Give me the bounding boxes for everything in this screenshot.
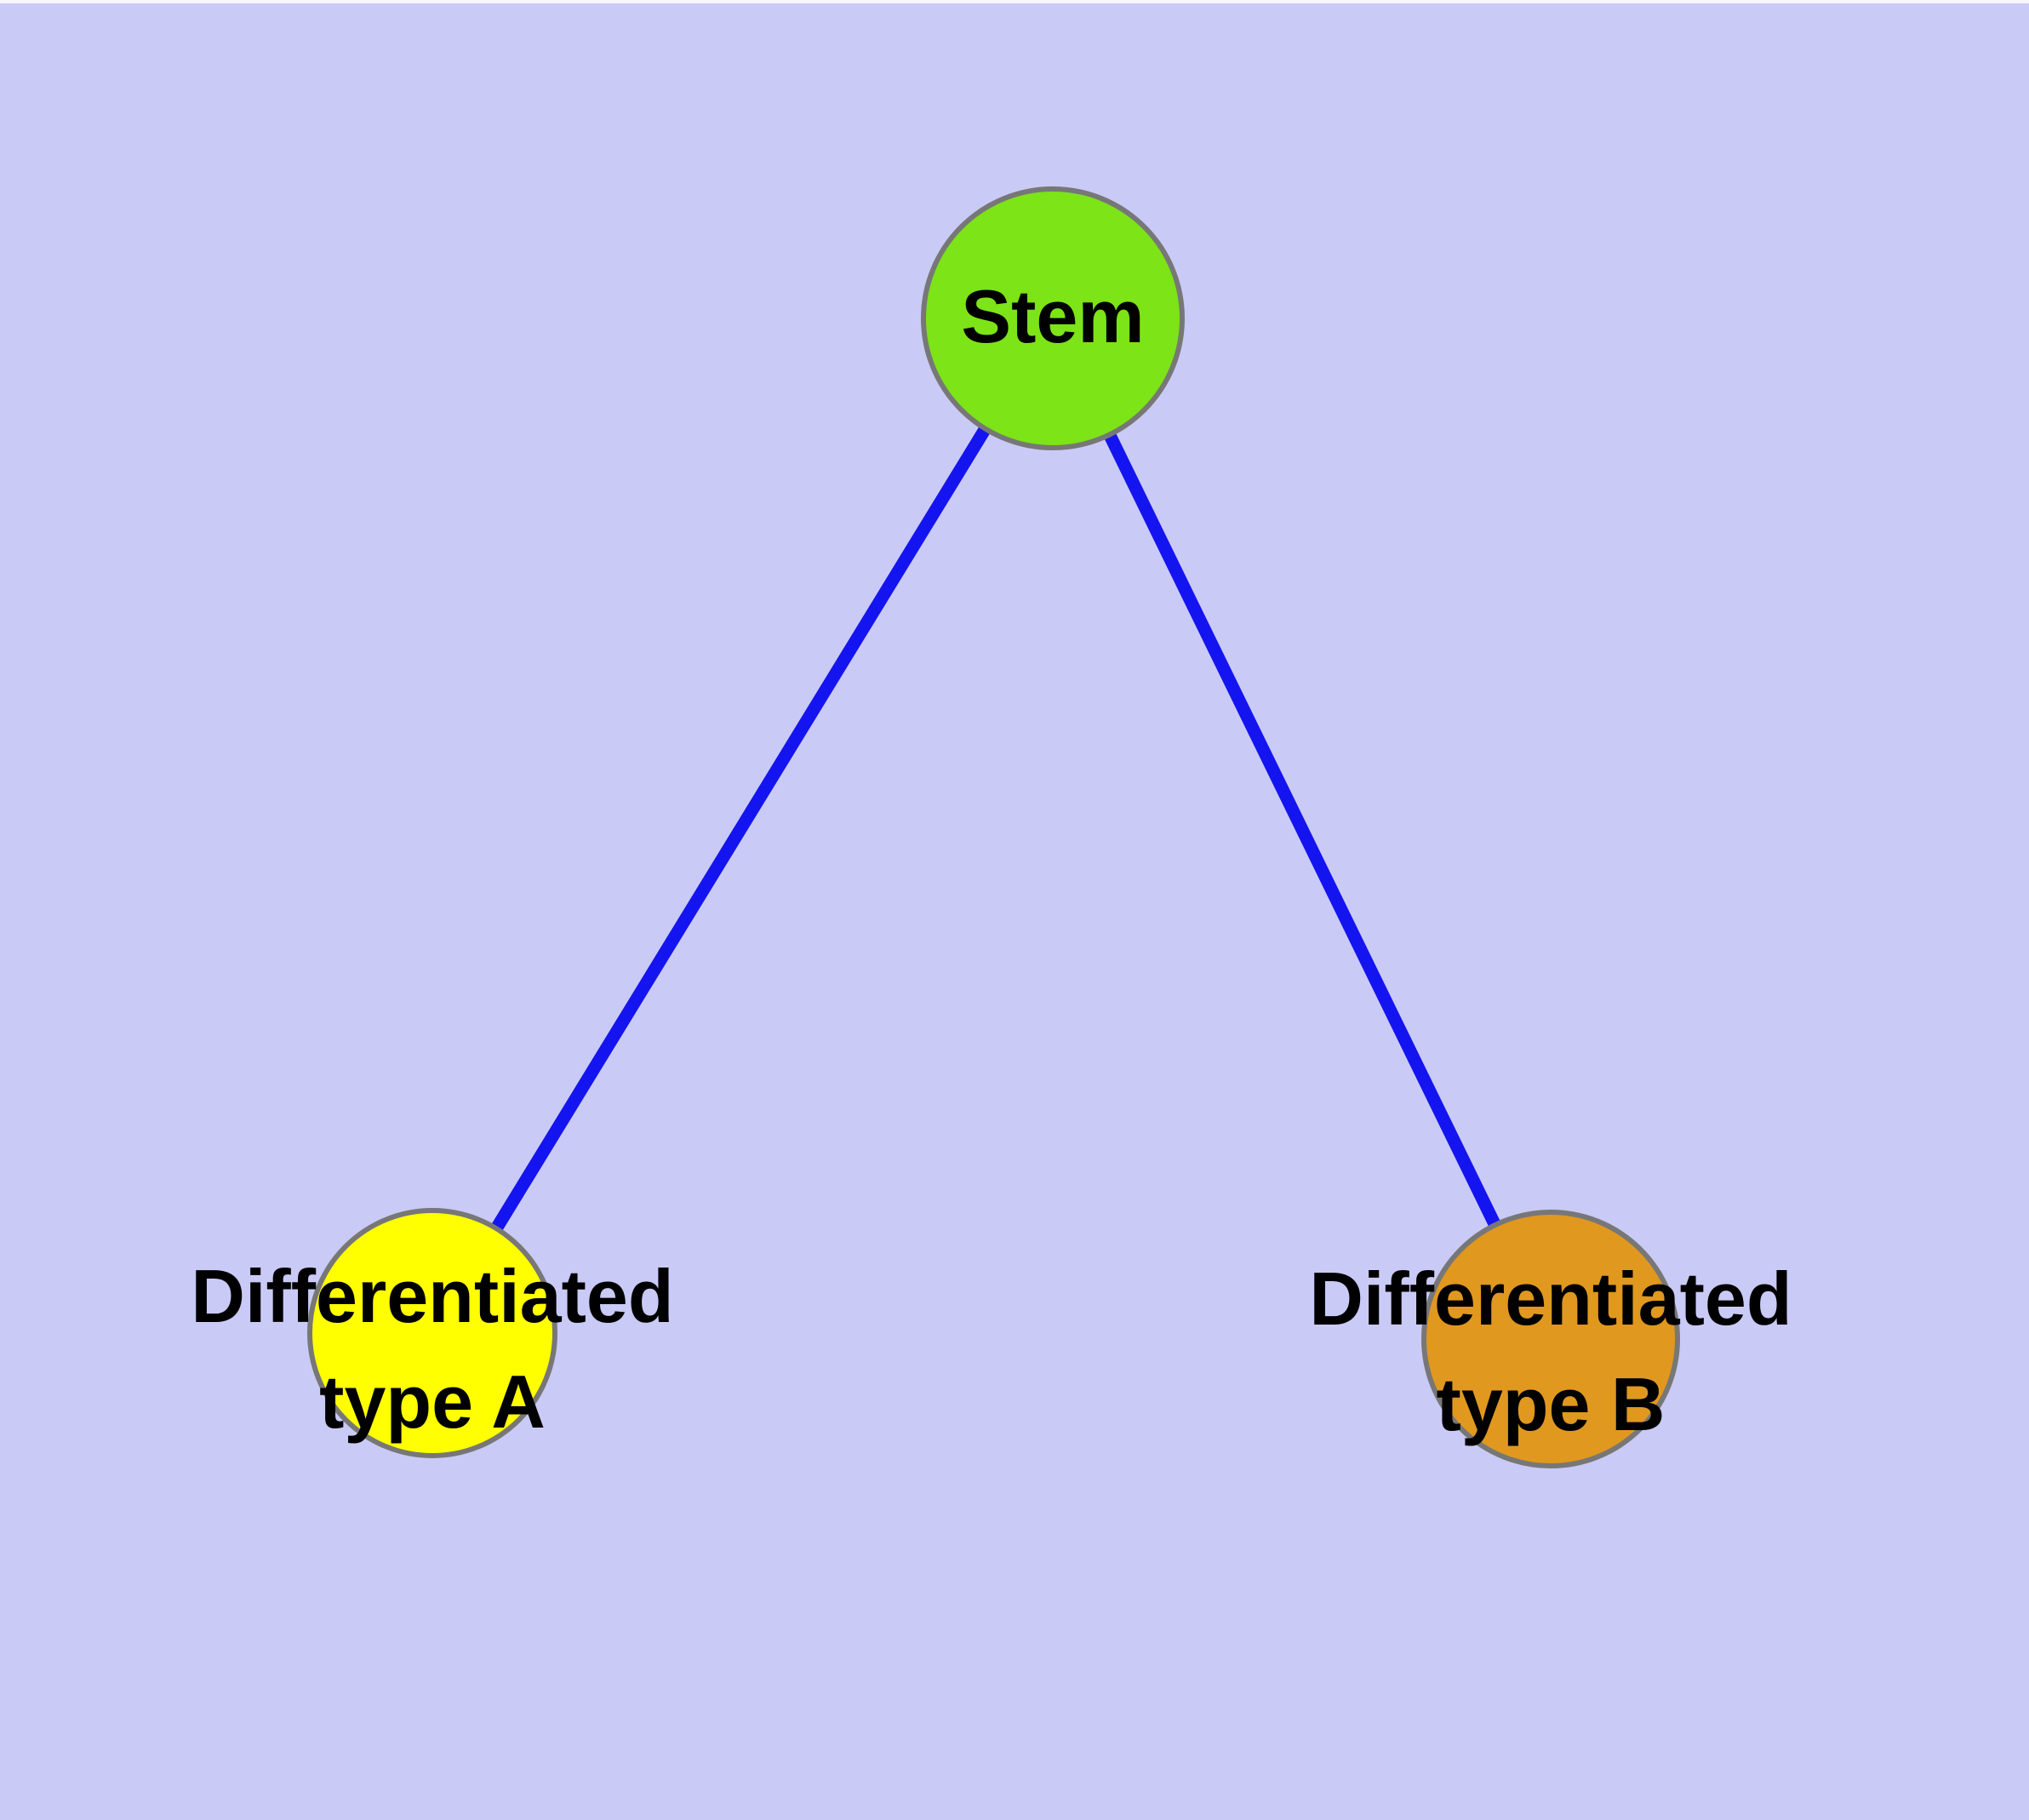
node-differentiated-type-a [307, 1208, 557, 1458]
edge-stem-to-type-b [1047, 315, 1557, 1342]
node-differentiated-type-b [1421, 1210, 1680, 1468]
node-type-a-label-line-1: Differentiated [191, 1254, 673, 1338]
top-edge-strip [0, 0, 2029, 3]
node-type-b-label-line-1: Differentiated [1309, 1256, 1792, 1341]
node-stem [921, 186, 1185, 450]
node-stem-label: Stem [961, 274, 1144, 358]
edge-stem-to-type-a [426, 315, 1059, 1336]
node-type-b-label-line-2: type B [1437, 1362, 1666, 1446]
node-type-a-label-line-2: type A [319, 1359, 546, 1444]
